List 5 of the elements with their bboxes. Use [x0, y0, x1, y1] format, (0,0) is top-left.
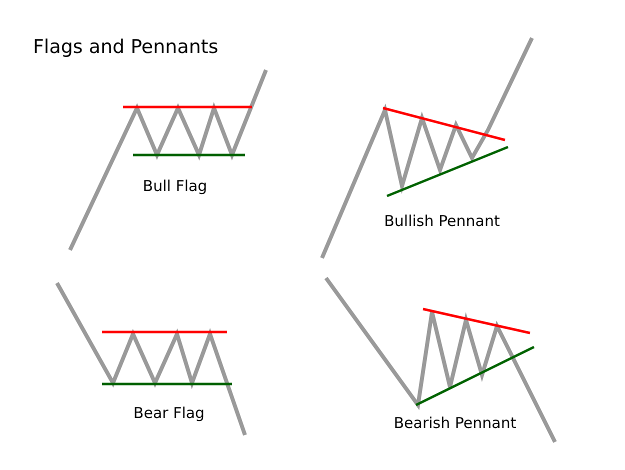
- pattern-label: Bull Flag: [142, 176, 208, 197]
- pattern-label: Bullish Pennant: [384, 210, 500, 232]
- pattern-label: Bear Flag: [133, 402, 205, 424]
- pattern-label: Bearish Pennant: [394, 412, 516, 434]
- title: Flags and Pennants: [33, 35, 218, 60]
